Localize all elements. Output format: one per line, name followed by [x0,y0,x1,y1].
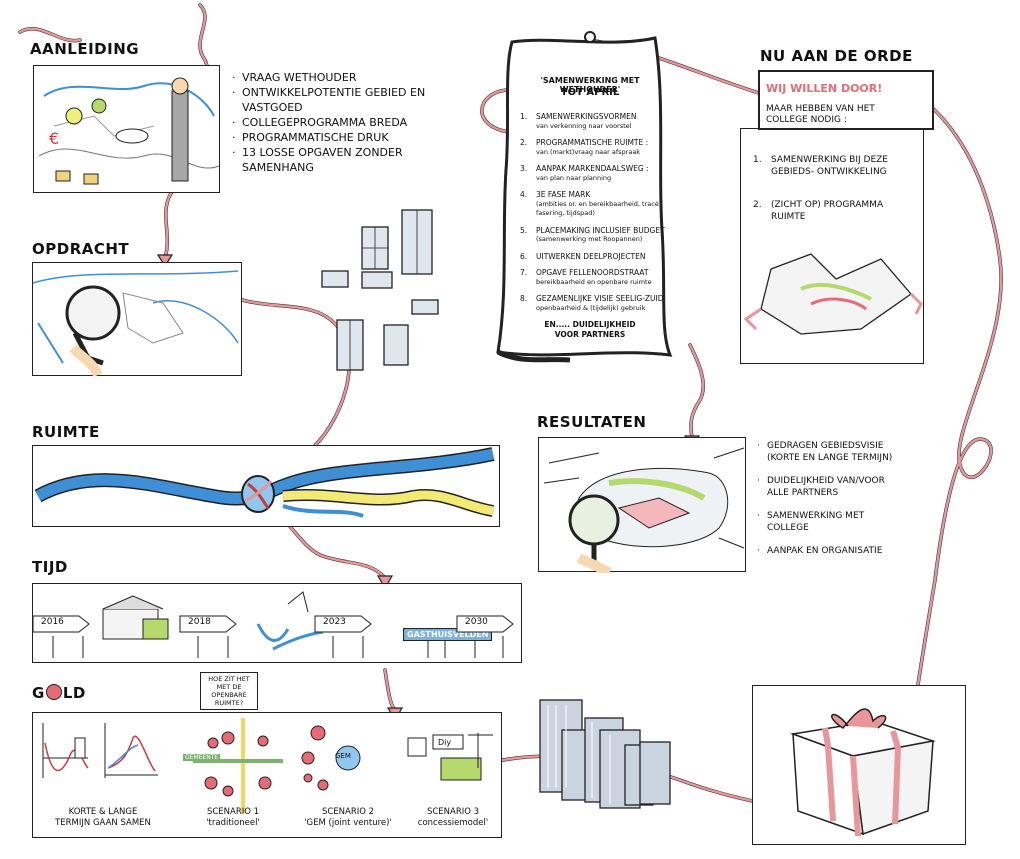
bubble-body: MAAR HEBBEN VAN HET COLLEGE NODIG : [766,104,875,125]
bullet-item: ONTWIKKELPOTENTIE GEBIED EN VASTGOED [232,85,432,115]
caption-korte-lange: KORTE & LANGE TERMIJN GAAN SAMEN [43,807,163,829]
caption-line: concessiemodel' [417,818,489,828]
year-sign-2018: 2018 [178,614,237,633]
list-item: 2.PROGRAMMATISCHE RUIMTE :van (markt)vra… [520,138,649,156]
list-item: 4.3E FASE MARK(ambities or. en bereikbaa… [520,190,661,217]
list-item: 6.UITWERKEN DEELPROJECTEN [520,251,646,261]
caption-scenario-3: SCENARIO 3 concessiemodel' [403,807,503,829]
bullet-item: 13 LOSSE OPGAVEN ZONDER SAMENHANG [232,145,432,175]
rivers-knot-icon [34,447,495,518]
item-number: 2. [753,200,762,210]
footer-line: EN..... DUIDELIJKHEID [544,320,636,329]
section-title-geld: G LD [32,684,86,702]
year-sign-2016: 2016 [31,614,90,633]
opdracht-illustration [32,262,242,377]
gift-box-icon [790,708,936,837]
caption-line: SCENARIO 3 [426,807,480,817]
gem-label: GEM [335,752,351,760]
item-text: SAMENWERKING BIJ DEZE GEBIEDS- ONTWIKKEL… [771,155,888,177]
item-number: 1. [753,155,762,165]
caption-line: KORTE & LANGE [68,807,138,817]
resultaten-bullets: GEDRAGEN GEBIEDSVISIE (KORTE EN LANGE TE… [757,440,907,568]
svg-text:€: € [49,129,59,148]
bullet-item: AANPAK EN ORGANISATIE [757,545,907,557]
speech-bubble-openbare-ruimte: HOE ZIT HET MET DE OPENBARE RUIMTE? [200,672,258,710]
caption-scenario-1: SCENARIO 1 'traditioneel' [183,807,283,829]
unfolding-map-icon [743,253,923,335]
title-prefix: G [32,684,45,702]
tijd-timeline: 2016 2018 2023 GASTHUISVELDEN 2030 [32,583,522,663]
bullet-item: PROGRAMMATISCHE DRUK [232,130,432,145]
scroll-footer: EN..... DUIDELIJKHEID VOOR PARTNERS [520,320,660,340]
timeline-sketch-icon [52,591,504,658]
ruimte-illustration [32,445,500,527]
title-suffix: LD [62,684,86,702]
diy-label: Diy [438,738,452,747]
bullet-item: VRAAG WETHOUDER [232,70,432,85]
euro-coin-icon [45,684,62,700]
caption-line: SCENARIO 2 [321,807,375,817]
year-label: 2018 [188,617,211,627]
map-sketch-icon: € [38,77,220,185]
resultaten-illustration [538,437,746,573]
section-title-aanleiding: AANLEIDING [30,40,140,58]
caption-line: 'GEM (joint venture)' [304,818,392,828]
nu-aan-de-orde-panel: 1. SAMENWERKING BIJ DEZE GEBIEDS- ONTWIK… [740,128,924,364]
year-sign-2030: 2030 [455,614,514,633]
caption-line: SCENARIO 1 [206,807,260,817]
item-text: (ZICHT OP) PROGRAMMA RUIMTE [771,200,884,222]
caption-line: TERMIJN GAAN SAMEN [55,818,151,828]
bullet-item: DUIDELIJKHEID VAN/VOOR ALLE PARTNERS [757,475,907,499]
year-label: 2030 [465,617,488,627]
year-label: 2016 [41,617,64,627]
section-title-tijd: TIJD [32,558,68,576]
list-item: 5.PLACEMAKING INCLUSIEF BUDGET(samenwerk… [520,225,665,244]
section-title-ruimte: RUIMTE [32,423,100,441]
bullet-item: GEDRAGEN GEBIEDSVISIE (KORTE EN LANGE TE… [757,440,907,464]
aanleiding-illustration: € [33,65,220,193]
bullet-item: SAMENWERKING MET COLLEGE [757,510,907,534]
gemeente-label: GEMEENTE [183,754,221,761]
gift-panel [752,685,966,845]
year-sign-2023: 2023 [313,614,372,633]
caption-scenario-2: SCENARIO 2 'GEM (joint venture)' [293,807,403,829]
scroll-title-line1: 'SAMENWERKING MET WETHOUDER' [540,76,640,94]
year-label: 2023 [323,617,346,627]
geld-illustration: GEM Diy GEMEENTE KORTE & LANGE TERMIJN G… [32,712,502,838]
scroll-document: 'SAMENWERKING MET WETHOUDER' TOT APRIL 1… [490,30,690,365]
footer-line: VOOR PARTNERS [554,330,626,339]
list-item: 3.AANPAK MARKENDAALSWEG :van plan naar p… [520,164,649,182]
scroll-paper-icon [496,31,673,363]
speech-bubble-wij-willen-door: WIJ WILLEN DOOR! MAAR HEBBEN VAN HET COL… [758,70,934,130]
magnifier-area-map-icon [543,447,745,573]
section-title-resultaten: RESULTATEN [537,413,647,431]
magnifier-map-icon [33,270,239,377]
section-title-opdracht: OPDRACHT [32,240,130,258]
aanleiding-bullets: VRAAG WETHOUDER ONTWIKKELPOTENTIE GEBIED… [232,70,432,175]
caption-line: 'traditioneel' [206,818,260,828]
bullet-item: COLLEGEPROGRAMMA BREDA [232,115,432,130]
scroll-title-line2: TOT APRIL [560,87,620,98]
bubble-head: WIJ WILLEN DOOR! [766,82,883,95]
section-title-nu-aan-de-orde: NU AAN DE ORDE [760,47,913,65]
finance-scenarios-icon [42,718,493,813]
